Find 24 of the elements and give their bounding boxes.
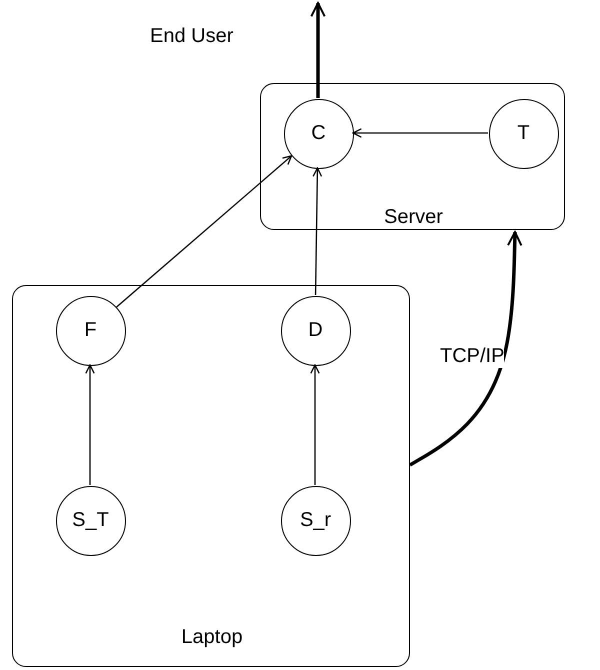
process-circle <box>281 296 351 366</box>
arrow <box>312 167 322 296</box>
node-label: S_r <box>300 509 332 532</box>
node-label: Laptop <box>181 626 243 649</box>
container-box <box>260 83 565 230</box>
arrow <box>352 128 488 138</box>
node-label: F <box>84 319 97 342</box>
process-circle <box>284 99 354 169</box>
edge-label: TCP/IP <box>440 345 504 368</box>
container-box <box>12 285 410 667</box>
arrow <box>116 155 292 308</box>
arrow <box>409 231 522 467</box>
node-label: C <box>311 122 326 145</box>
node-label: Server <box>384 206 443 229</box>
node-label: T <box>517 122 530 145</box>
process-circle <box>56 296 126 366</box>
process-circle <box>281 486 351 556</box>
arrow <box>85 364 95 485</box>
node-label: S_T <box>72 509 109 532</box>
process-circle <box>489 99 559 169</box>
node-label: D <box>308 319 323 342</box>
arrow <box>310 364 320 485</box>
arrow <box>310 2 326 98</box>
process-circle <box>56 486 126 556</box>
